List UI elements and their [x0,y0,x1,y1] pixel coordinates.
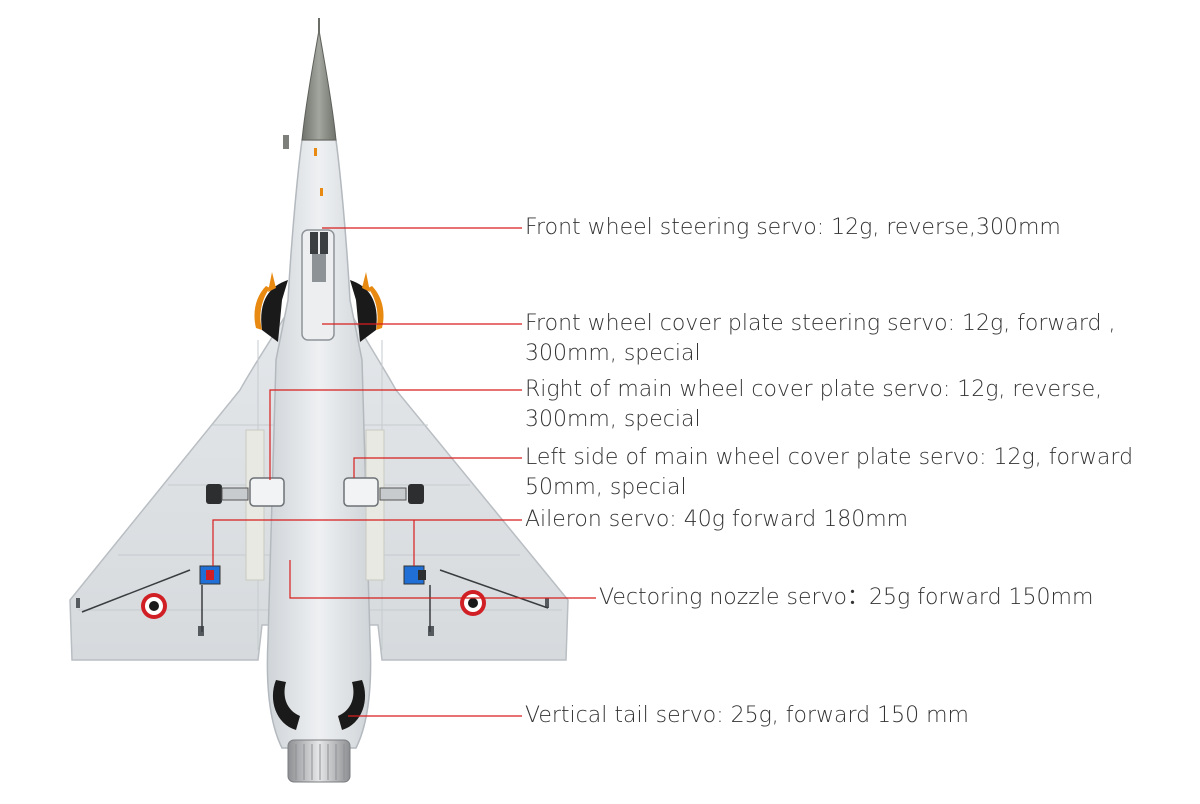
callout-line: Right of main wheel cover plate servo: 1… [525,377,1103,402]
nose-cone [301,29,337,141]
leader-right-main-wheel-cover [269,389,522,480]
engine-nozzle [287,739,351,783]
leader-left-main-wheel-cover [353,457,522,478]
nozzle-petals [295,744,345,780]
left-canard-tip [268,272,276,292]
callout-line: Front wheel cover plate steering servo: … [525,311,1116,336]
trailing-edge-marks [76,598,549,636]
main-wheels [206,484,424,504]
callout-front-wheel-steering: Front wheel steering servo: 12g, reverse… [525,213,1061,243]
callout-line: Aileron servo: 40g forward 180mm [525,507,909,532]
leader-vectoring-nozzle [289,560,596,599]
nose-probe [283,135,289,149]
callout-line: Vertical tail servo: 25g, forward 150 mm [525,703,969,728]
callout-line: 50mm, special [525,475,687,500]
callout-line: 300mm, special [525,341,701,366]
left-intake-orange [254,286,270,330]
leader-aileron [212,519,522,566]
right-roundel [460,590,486,616]
callout-aileron: Aileron servo: 40g forward 180mm [525,505,908,535]
callout-front-wheel-cover: Front wheel cover plate steering servo: … [525,309,1116,369]
leader-lines [212,227,596,717]
callout-vectoring-nozzle: Vectoring nozzle servo：25g forward 150mm [599,583,1093,613]
callout-line: Front wheel steering servo: 12g, reverse… [525,215,1061,240]
left-intake [261,280,288,342]
right-canard-tip [362,272,370,292]
callout-line: Left side of main wheel cover plate serv… [525,445,1134,470]
nose-accents [314,148,323,196]
fuselage [266,139,372,749]
callout-line: 300mm, special [525,407,701,432]
callout-right-main-wheel-cover: Right of main wheel cover plate servo: 1… [525,375,1102,435]
right-intake [350,280,377,342]
aileron-servos [199,565,426,585]
rear-fuselage-marking-right [338,680,366,730]
aileron-linkage [81,569,549,632]
front-wheel-strut [310,232,328,282]
callout-left-main-wheel-cover: Left side of main wheel cover plate serv… [525,443,1133,503]
main-gear-bays [245,429,385,581]
callout-line: Vectoring nozzle servo：25g forward 150mm [599,585,1094,610]
right-intake-orange [368,286,384,330]
left-roundel [141,593,167,619]
callout-vertical-tail: Vertical tail servo: 25g, forward 150 mm [525,701,969,731]
rear-fuselage-marking-left [272,680,300,730]
